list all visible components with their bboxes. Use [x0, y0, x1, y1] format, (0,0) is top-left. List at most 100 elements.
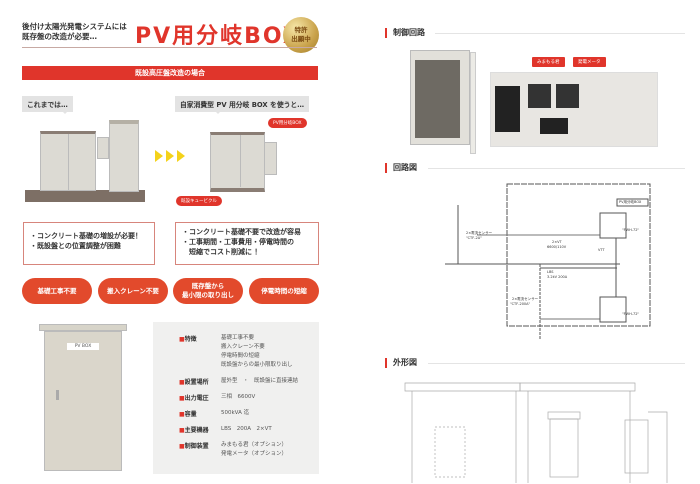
pv-box-roof [547, 411, 581, 420]
spec-key: 制御装置 [179, 441, 221, 459]
door-seam [240, 135, 241, 187]
pv-cabinet-image [109, 120, 139, 192]
spec-value: 停電時間の短縮 [221, 353, 260, 359]
spec-key: 容量 [179, 409, 221, 418]
circuit-diagram [445, 183, 651, 340]
box-label-frame [616, 198, 649, 207]
spec-value: 既設盤からの最小限取り出し [221, 362, 293, 368]
circuit-label: 2×VT [552, 240, 562, 244]
spec-value: 搬入クレーン不要 [221, 344, 265, 350]
side-view [519, 382, 636, 483]
concrete-base [25, 190, 145, 202]
lead-line: 既存盤の改造が必要… [22, 32, 97, 41]
circuit-label: "CTF-200A" [510, 302, 531, 306]
spec-value: 屋外型 ・ 既設盤に直接連結 [221, 378, 299, 384]
divider [428, 168, 685, 169]
box-outline [506, 183, 651, 327]
connector-image [97, 137, 109, 159]
circuit-label: VTT [598, 248, 605, 252]
spec-values: みまもる君（オプション） 発電メータ（オプション） [221, 441, 287, 459]
pv-box-image [264, 142, 277, 175]
circuit-label: "FWH-72" [622, 312, 640, 316]
point: ・コンクリート基礎の増設が必要！ [30, 232, 142, 240]
outline-heading: 外形図 [385, 358, 417, 368]
pv-box-outline [549, 418, 579, 478]
spec-key: 設置場所 [179, 377, 221, 386]
door-seam [68, 134, 69, 190]
meter-1 [599, 212, 627, 239]
point: ・既設盤との位置調整が困難 [30, 242, 121, 250]
spec-value: 三相 6600V [221, 394, 256, 400]
spec-value: 発電メータ（オプション） [221, 451, 288, 457]
product-label: PV BOX [67, 343, 99, 350]
product-image [44, 331, 122, 471]
switch-device [540, 118, 568, 134]
seal-line: 特許 [294, 26, 308, 34]
circuit-label: 2×電流センサー [512, 297, 539, 301]
before-points: ・コンクリート基礎の増設が必要！ ・既設盤との位置調整が困難 [23, 222, 155, 265]
cubicle-tag: 既設キュービクル [176, 196, 222, 206]
point: ・工事期間・工事費用・停電時間の [182, 238, 294, 246]
circuit-label: "FWH-72" [622, 228, 640, 232]
meter-device [556, 84, 579, 108]
mimamoru-tag: みまもる君 [532, 57, 565, 67]
before-label: これまでは… [22, 96, 73, 114]
arrow-icon [166, 150, 174, 162]
spec-values: LBS 200A 2×VT [221, 425, 272, 434]
spec-values: 屋外型 ・ 既設盤に直接連結 [221, 377, 298, 386]
control-heading: 制御回路 [385, 28, 425, 38]
circuit-label: 3.2kV 200A [547, 275, 568, 279]
handle-icon [56, 390, 59, 400]
pv-box-tag: PV用分岐BOX [268, 118, 307, 128]
mimamoru-device [528, 84, 551, 108]
benefit-pill: 停電時間の短縮 [249, 278, 319, 304]
circuit-label: PV用分岐BOX [619, 200, 642, 204]
after-points: ・コンクリート基礎不要で改造が容易 ・工事期間・工事費用・停電時間の 短縮でコス… [175, 222, 319, 265]
lead-line: 後付け太陽光発電システムには [22, 22, 127, 31]
circuit-label: LBS [547, 270, 554, 274]
spec-value: 500kVA 迄 [221, 410, 250, 416]
after-label: 自家消費型 PV 用分岐 BOX を使うと… [175, 96, 310, 114]
circuit-heading: 回路図 [385, 163, 417, 173]
spec-value: 基礎工事不要 [221, 335, 255, 341]
point: ・コンクリート基礎不要で改造が容易 [182, 228, 301, 236]
spec-values: 三相 6600V [221, 393, 255, 402]
meter-tag: 発電メータ [573, 57, 606, 67]
spec-key: 出力電圧 [179, 393, 221, 402]
circuit-label: 2×電流センサー [466, 231, 493, 235]
spec-values: 基礎工事不要搬入クレーン不要停電時間の短縮既設盤からの最小限取り出し [221, 334, 293, 370]
lead-text: 後付け太陽光発電システムには 既存盤の改造が必要… [22, 22, 127, 42]
wall-line [648, 411, 668, 483]
spec-key: 特徴 [179, 334, 221, 370]
spec-key: 主要機器 [179, 425, 221, 434]
monitor-device [495, 86, 520, 132]
arrow-icon [177, 150, 185, 162]
circuit-label: "CTF-2A" [466, 236, 482, 240]
benefit-pill: 搬入クレーン不要 [98, 278, 168, 304]
cabinet-interior [415, 60, 460, 138]
arrow-icon [155, 150, 163, 162]
seal-line: 出願中 [291, 35, 311, 43]
circuit-label: 6600/110V [547, 245, 567, 249]
cubicle-image [210, 132, 265, 192]
divider [22, 47, 317, 48]
spec-value: みまもる君（オプション） [221, 442, 288, 448]
section-bar: 既設高圧盤改造の場合 [22, 66, 318, 80]
front-view [404, 382, 521, 483]
meter-2 [599, 296, 627, 323]
spec-values: 500kVA 迄 [221, 409, 249, 418]
product-roof [39, 324, 127, 331]
point: 短縮でコスト削減に ！ [182, 248, 262, 256]
cabinet-door [470, 52, 476, 154]
section-view [624, 419, 649, 474]
divider [435, 33, 685, 34]
benefit-pill: 基礎工事不要 [22, 278, 92, 304]
outline-drawings [404, 382, 668, 483]
spec-value: LBS 200A 2×VT [221, 426, 272, 432]
